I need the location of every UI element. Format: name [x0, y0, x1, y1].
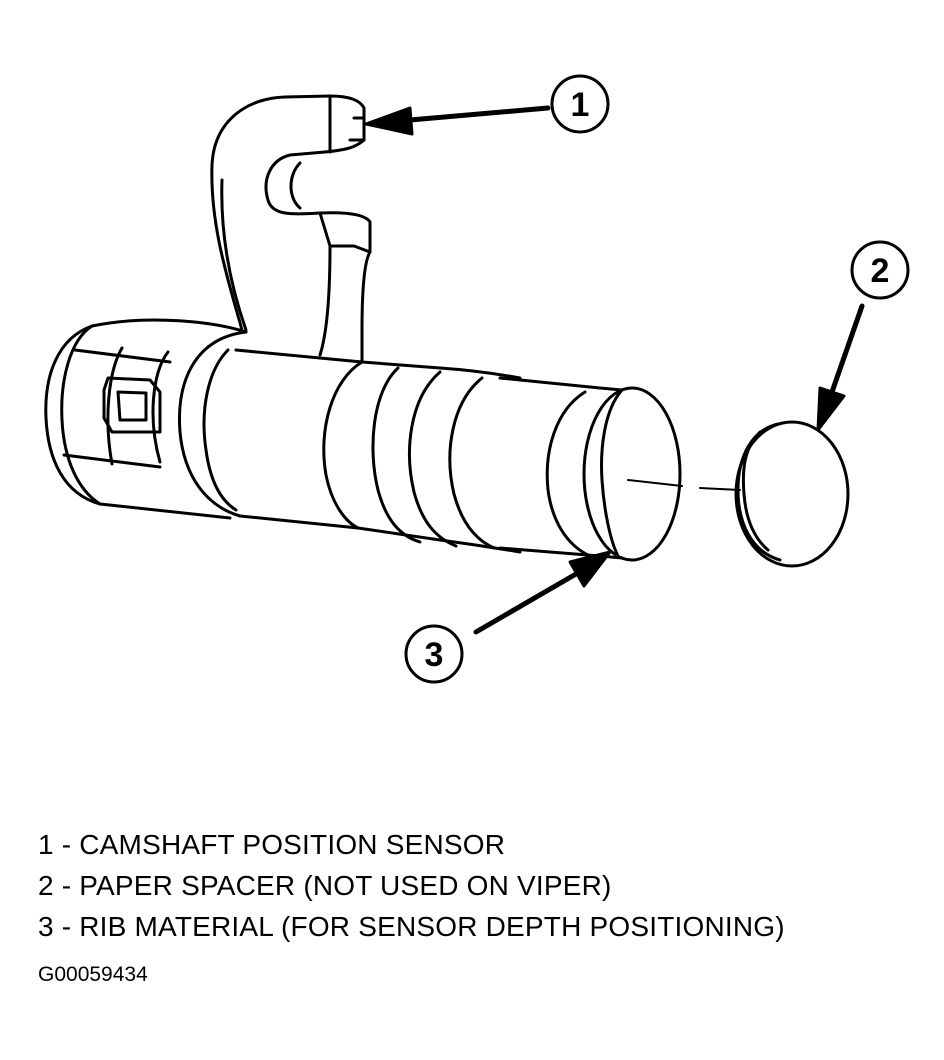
callout-1-number: 1 — [571, 86, 590, 124]
callout-2-number: 2 — [871, 252, 890, 290]
legend-item: 3 - RIB MATERIAL (FOR SENSOR DEPTH POSIT… — [38, 911, 785, 942]
legend-item: 2 - PAPER SPACER (NOT USED ON VIPER) — [38, 870, 612, 901]
callout-3-number: 3 — [425, 636, 444, 674]
connector-body — [44, 318, 248, 520]
mounting-bracket — [210, 94, 372, 364]
legend: 1 - CAMSHAFT POSITION SENSOR 2 - PAPER S… — [38, 824, 785, 947]
callout-2: 2 — [816, 240, 910, 432]
callout-3: 3 — [404, 550, 612, 684]
center-line — [627, 479, 741, 491]
callout-1: 1 — [364, 74, 610, 136]
sensor-diagram: 1 2 3 — [44, 74, 910, 684]
legend-item: 1 - CAMSHAFT POSITION SENSOR — [38, 829, 506, 860]
paper-spacer — [734, 420, 850, 568]
sensor-body — [178, 330, 682, 562]
figure-id: G00059434 — [38, 963, 148, 986]
